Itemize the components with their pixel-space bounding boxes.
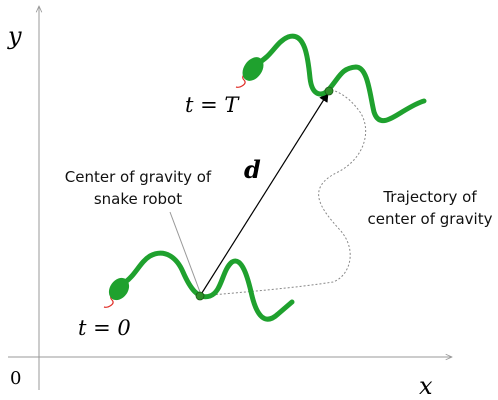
axes: x y 0 [7,6,452,400]
snake-start-time-label: t = 0 [78,316,131,340]
snake-end-body [255,33,427,124]
center-of-gravity-label-line1: Center of gravity of [65,168,212,186]
origin-label: 0 [10,368,21,389]
trajectory-path [199,88,367,297]
center-of-gravity-start-marker [195,291,205,301]
snake-end-time-label: t = T [185,93,240,117]
snake-start-head [108,277,130,301]
displacement-arrow [199,92,329,297]
trajectory-label-line1: Trajectory of [382,188,477,206]
snake-end: t = T [185,33,427,124]
snake-end-tongue [235,73,246,88]
center-of-gravity-leader-line [169,211,201,293]
snake-end-head [242,57,264,81]
displacement-label: d [244,155,261,184]
trajectory-annotation: Trajectory of center of gravity [368,188,493,228]
center-of-gravity-end-marker [324,86,334,96]
x-axis-label: x [419,372,433,400]
center-of-gravity-label-line2: snake robot [94,190,182,208]
trajectory-label-line2: center of gravity [368,210,493,228]
y-axis-label: y [7,22,22,50]
center-of-gravity-annotation: Center of gravity of snake robot [65,168,212,208]
snake-start-body [121,250,295,322]
snake-start: t = 0 [78,250,295,340]
